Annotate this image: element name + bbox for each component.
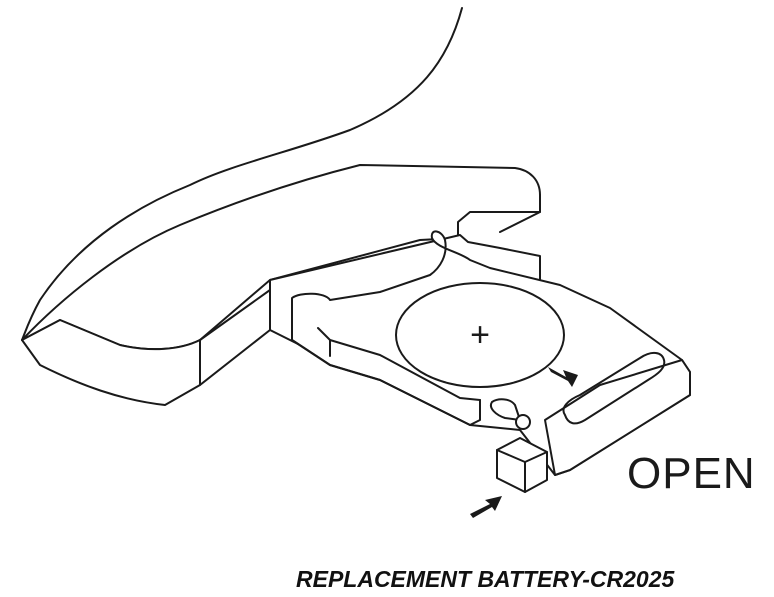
battery-plus-symbol: + xyxy=(470,316,490,354)
hand-outline xyxy=(21,7,463,341)
release-button-edge xyxy=(496,449,548,493)
arrow-icon xyxy=(548,367,578,387)
remote-body-front xyxy=(21,319,201,406)
caption-replacement-battery: REPLACEMENT BATTERY-CR2025 xyxy=(296,566,675,592)
tray-pull-tab xyxy=(544,359,691,476)
tray-tab-slot xyxy=(562,352,666,425)
arrow-icon xyxy=(470,496,502,518)
release-latch-pin xyxy=(515,414,531,430)
battery-tray-front xyxy=(291,309,481,426)
release-button xyxy=(496,437,548,493)
remote-body-right-wall xyxy=(499,194,541,233)
coin-battery xyxy=(395,282,565,388)
open-label: OPEN xyxy=(627,449,756,498)
battery-tray-inner-edge xyxy=(317,327,481,401)
